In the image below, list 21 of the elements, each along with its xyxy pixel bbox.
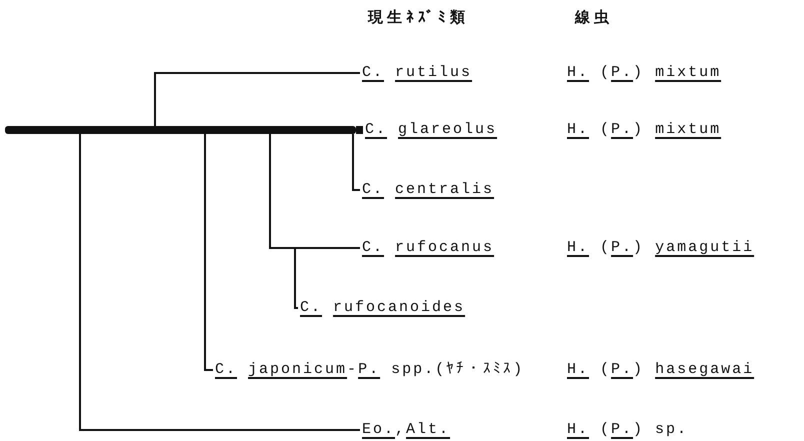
column-heading: 線虫 [575, 8, 613, 27]
column-heading: 現生ﾈｽﾞﾐ類 [368, 8, 469, 27]
taxon-name: C. centralis [362, 181, 494, 198]
taxon-name: C. rufocanoides [300, 299, 466, 316]
taxon-name: Eo.,Alt. [362, 421, 450, 438]
tree-branch [204, 134, 213, 371]
parasite-name: H. (P.) sp. [567, 420, 688, 440]
parasite-name: H. (P.) hasegawai [567, 360, 754, 380]
tree-branch [269, 134, 298, 309]
branch-bar [5, 126, 356, 134]
parasite-name: H. (P.) mixtum [567, 63, 722, 83]
taxon-name: C. glareolus [365, 121, 498, 138]
taxon-name: C. japonicum-P. spp.(ﾔﾁ・ｽﾐｽ) [215, 361, 524, 378]
tree-branch [352, 134, 360, 191]
tree-branch [356, 126, 363, 134]
taxon-name: C. rutilus [362, 64, 472, 81]
tree-branch [79, 134, 360, 431]
parasite-name: H. (P.) yamagutii [567, 238, 754, 258]
parasite-name: H. (P.) mixtum [567, 120, 722, 140]
tree-branch [154, 72, 360, 126]
taxon-name: C. rufocanus [362, 239, 494, 256]
